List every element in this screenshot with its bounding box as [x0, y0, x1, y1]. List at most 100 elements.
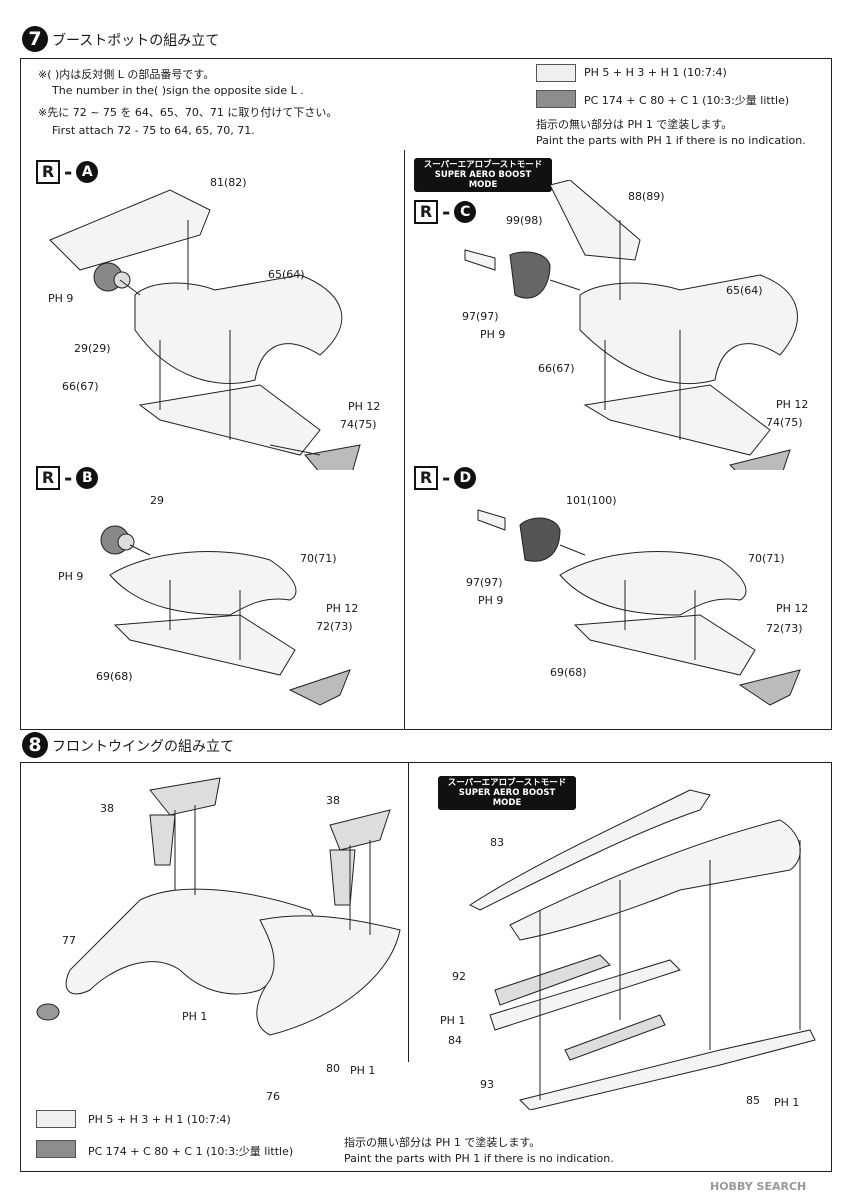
dark-swatch	[536, 90, 576, 108]
badge-line-1: スーパーエアロブーストモード	[447, 778, 567, 788]
badge-line-2: SUPER AERO BOOST MODE	[434, 170, 532, 190]
part-label-69-d: 69(68)	[550, 666, 587, 679]
section-r-b: R-B	[36, 466, 99, 490]
super-aero-badge-8: スーパーエアロブーストモード SUPER AERO BOOST MODE	[438, 776, 576, 810]
wing-body-80	[256, 915, 401, 1036]
step-7-divider	[404, 150, 405, 730]
part-label-84: 84	[448, 1034, 462, 1047]
section-letter: B	[76, 467, 99, 489]
step-8-divider	[408, 762, 409, 1062]
paint-ph1-left: PH 1	[182, 1010, 208, 1023]
section-letter: D	[454, 467, 477, 489]
note-opposite-jp: ※( )内は反対側 L の部品番号です。	[38, 68, 215, 81]
part-label-69: 69(68)	[96, 670, 133, 683]
note-attach-en: First attach 72 - 75 to 64, 65, 70, 71.	[52, 124, 255, 137]
part-label-99: 99(98)	[506, 214, 543, 227]
paint-note-en: Paint the parts with PH 1 if there is no…	[536, 134, 806, 147]
part-label-38-right: 38	[326, 794, 340, 807]
part-label-74-c: 74(75)	[766, 416, 803, 429]
part-85	[519, 1029, 816, 1110]
fin-74	[304, 444, 361, 470]
wing-part-88	[549, 180, 641, 261]
part-label-97: 97(97)	[462, 310, 499, 323]
part-label-66: 66(67)	[62, 380, 99, 393]
upper-wing-assembly	[509, 819, 801, 941]
paint-note-jp-8: 指示の無い部分は PH 1 で塗装します。	[344, 1136, 541, 1149]
light-mix-label-8: PH 5 + H 3 + H 1 (10:7:4)	[88, 1113, 231, 1126]
step-7-title: ブーストポットの組み立て	[52, 33, 220, 49]
paint-ph1-92: PH 1	[440, 1014, 466, 1027]
nozzle-101	[519, 517, 561, 562]
part-label-65: 65(64)	[268, 268, 305, 281]
part-label-81: 81(82)	[210, 176, 247, 189]
light-mix-label: PH 5 + H 3 + H 1 (10:7:4)	[584, 66, 727, 79]
paint-ph9-c: PH 9	[480, 328, 506, 341]
watermark: HOBBY SEARCH	[710, 1180, 807, 1193]
section-r-c: R-C	[414, 200, 477, 224]
part-label-29: 29(29)	[74, 342, 111, 355]
step-8-number: 8	[22, 732, 48, 758]
section-letter: A	[76, 161, 99, 183]
badge-line-2: SUPER AERO BOOST MODE	[458, 788, 556, 808]
fin-38-right	[329, 809, 391, 851]
wing-body-left	[65, 888, 316, 995]
step-8-title: フロントウイングの組み立て	[52, 739, 234, 755]
paint-ph9-b: PH 9	[58, 570, 84, 583]
section-b-diagram	[100, 525, 351, 706]
fin-38-left	[149, 777, 221, 816]
cone-97	[464, 249, 496, 271]
super-aero-badge: スーパーエアロブーストモード SUPER AERO BOOST MODE	[414, 158, 552, 192]
step-7-panel	[20, 58, 832, 730]
paint-ph12-d: PH 12	[776, 602, 809, 615]
nozzle-99	[509, 251, 551, 299]
section-r-a: R-A	[36, 160, 99, 184]
part-label-85: 85	[746, 1094, 760, 1107]
part-label-72: 72(73)	[316, 620, 353, 633]
step-8-left-diagram	[36, 777, 401, 1036]
side-r-label: R	[414, 200, 438, 224]
part-label-83: 83	[490, 836, 504, 849]
paint-ph12: PH 12	[348, 400, 381, 413]
step-8-panel	[20, 762, 832, 1172]
part-label-74: 74(75)	[340, 418, 377, 431]
section-a-diagram	[49, 189, 361, 470]
part-92	[494, 954, 611, 1006]
part-label-72-d: 72(73)	[766, 622, 803, 635]
fin-72	[738, 669, 801, 706]
part-label-70-d: 70(71)	[748, 552, 785, 565]
paint-ph9-d: PH 9	[478, 594, 504, 607]
fin-74	[729, 449, 791, 470]
pod-top-65	[579, 274, 798, 384]
paint-note-jp: 指示の無い部分は PH 1 で塗装します。	[536, 118, 733, 131]
pod-base-69	[573, 614, 756, 676]
part-label-76: 76	[266, 1090, 280, 1103]
part-93	[564, 1014, 666, 1061]
part-label-101: 101(100)	[566, 494, 617, 507]
part-label-92: 92	[452, 970, 466, 983]
light-swatch-8	[36, 1110, 76, 1128]
part-label-70: 70(71)	[300, 552, 337, 565]
light-swatch	[536, 64, 576, 82]
fin-72	[288, 669, 351, 706]
pod-base-66	[583, 384, 771, 456]
note-opposite-en: The number in the( )sign the opposite si…	[52, 84, 304, 97]
part-label-29-b: 29	[150, 494, 164, 507]
side-r-label: R	[414, 466, 438, 490]
side-r-label: R	[36, 466, 60, 490]
section-letter: C	[454, 201, 477, 223]
cone-97	[477, 509, 506, 531]
section-c-diagram	[464, 180, 798, 470]
section-d-diagram	[477, 509, 801, 706]
part-label-65-c: 65(64)	[726, 284, 763, 297]
pod-top-70	[559, 551, 747, 616]
pod-top-70	[109, 551, 297, 616]
part-label-38-left: 38	[100, 802, 114, 815]
part-label-93: 93	[480, 1078, 494, 1091]
part-label-80: 80	[326, 1062, 340, 1075]
part-83	[468, 789, 711, 911]
part-label-66-c: 66(67)	[538, 362, 575, 375]
side-r-label: R	[36, 160, 60, 184]
section-r-d: R-D	[414, 466, 477, 490]
dark-mix-label-8: PC 174 + C 80 + C 1 (10:3:少量 little)	[88, 1145, 294, 1158]
wing-part-81	[49, 189, 211, 271]
